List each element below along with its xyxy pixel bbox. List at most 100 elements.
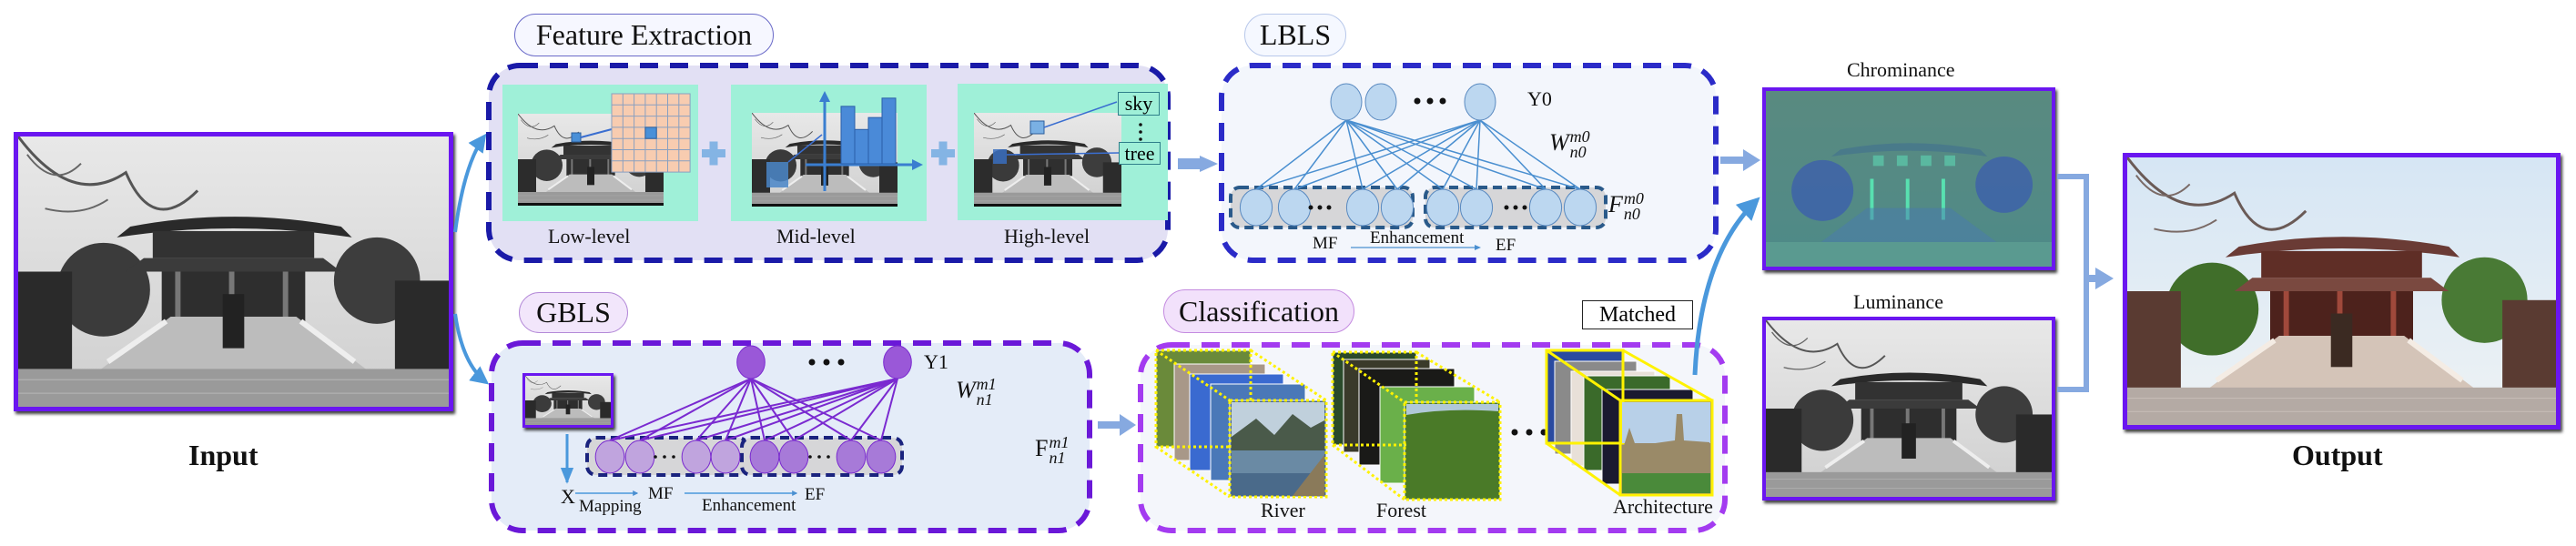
- ellipsis-dot: [808, 359, 816, 366]
- weight-connection: [1345, 119, 1581, 190]
- weight-connection: [880, 378, 898, 441]
- histogram-bar: [854, 128, 869, 165]
- feature-node: [1277, 188, 1312, 227]
- classification-title: Classification: [1163, 289, 1354, 333]
- mid-level-label: Mid-level: [776, 225, 856, 248]
- stack-outline-back: [1154, 349, 1253, 449]
- weight-connection: [695, 378, 898, 441]
- enhancement-arrowhead: [1475, 245, 1481, 250]
- histogram-y-arrowhead: [819, 91, 830, 102]
- ellipsis-dot: [823, 359, 830, 366]
- feature-node: [1528, 188, 1563, 227]
- weight-connection: [1442, 119, 1481, 190]
- class-label-river: River: [1261, 499, 1305, 521]
- arrow-matched-to-chrominance: [1692, 197, 1760, 376]
- output-node: [736, 345, 766, 379]
- architecture-sky: [1622, 402, 1710, 443]
- stack-outline-back: [1331, 350, 1418, 447]
- classification-stacks: [1154, 349, 1714, 501]
- ellipsis-dot: [817, 455, 821, 459]
- weight-connection: [609, 378, 752, 441]
- output-node: [1464, 83, 1496, 121]
- gbls-title: GBLS: [519, 292, 628, 333]
- feature-node: [624, 440, 655, 474]
- input-image: [18, 136, 449, 407]
- plus-icon: [931, 141, 955, 166]
- stack-outline-front: [1403, 400, 1502, 501]
- output-label: Output: [2292, 439, 2383, 471]
- weight-connection: [1255, 119, 1481, 190]
- output-image-frame: [2123, 153, 2561, 430]
- output-node: [1330, 83, 1363, 121]
- ellipsis-dot: [663, 455, 666, 459]
- stack-edge: [1332, 443, 1405, 501]
- histogram-icon: [806, 91, 923, 191]
- ellipsis-dot: [1511, 429, 1518, 436]
- architecture-ruin: [1622, 414, 1710, 473]
- weight-connection: [609, 378, 898, 441]
- gbls-mapping-label: Mapping: [579, 497, 642, 516]
- histogram-bar: [881, 97, 897, 165]
- weight-connection: [1345, 119, 1547, 190]
- weight-connection: [850, 378, 898, 441]
- stack-outline-front: [1618, 399, 1714, 497]
- river-water: [1232, 450, 1324, 473]
- input-image-frame: [14, 132, 453, 411]
- ellipsis-dot: [672, 455, 675, 459]
- gbls-y1-label: Y1: [924, 350, 948, 373]
- ellipsis-dot: [827, 455, 830, 459]
- stack-outline-back: [1545, 349, 1625, 445]
- ellipsis-dot: [837, 359, 845, 366]
- high-level-label: High-level: [1004, 225, 1090, 248]
- low-level-label: Low-level: [548, 225, 631, 248]
- feature-node: [681, 440, 712, 474]
- matched-label: Matched: [1582, 300, 1693, 329]
- histogram-bar: [840, 106, 856, 165]
- stack-outline-front: [1228, 399, 1328, 499]
- stack-edge: [1622, 349, 1713, 402]
- lbls-mf-label: MF: [1313, 234, 1338, 253]
- lbls-y0-label: Y0: [1527, 87, 1552, 110]
- feature-node: [1380, 188, 1415, 227]
- luminance-label: Luminance: [1853, 290, 1943, 313]
- feature-node: [1459, 188, 1494, 227]
- ellipsis-dot: [654, 455, 657, 459]
- input-label: Input: [188, 439, 259, 471]
- histogram-x-arrowhead: [912, 159, 923, 170]
- forest-canopy: [1406, 410, 1498, 498]
- histogram-bar: [867, 116, 883, 165]
- weight-connection: [1345, 119, 1444, 190]
- chrominance-label: Chrominance: [1847, 58, 1955, 81]
- architecture-grass: [1622, 473, 1710, 493]
- ellipsis-dot: [1308, 205, 1313, 210]
- weight-connection: [1293, 119, 1481, 190]
- feature-node: [836, 440, 867, 474]
- feature-node: [1239, 188, 1273, 227]
- ellipsis-dot: [1504, 205, 1509, 210]
- lbls-enhancement-label: Enhancement: [1370, 228, 1465, 248]
- weight-connection: [1362, 119, 1481, 190]
- ellipsis-dot: [1414, 97, 1421, 105]
- feature-node: [1345, 188, 1380, 227]
- feature-node: [1425, 188, 1460, 227]
- ellipsis-dot: [1439, 97, 1446, 105]
- weight-connection: [1345, 119, 1398, 190]
- feature-node: [710, 440, 741, 474]
- gbls-mf-label: MF: [648, 484, 674, 503]
- ellipsis-dot: [1326, 205, 1332, 210]
- ellipsis-dot: [1426, 97, 1434, 105]
- weight-connection: [1479, 119, 1547, 190]
- stack-edge: [1546, 349, 1621, 402]
- weight-connection: [1255, 119, 1347, 190]
- river-bank: [1293, 455, 1324, 496]
- arrow-lbls-to-chrominance: [1720, 149, 1760, 171]
- class-label-forest: Forest: [1376, 499, 1426, 521]
- arrow-input-to-feature: [453, 133, 487, 233]
- feature-node: [866, 440, 897, 474]
- output-node: [883, 345, 912, 379]
